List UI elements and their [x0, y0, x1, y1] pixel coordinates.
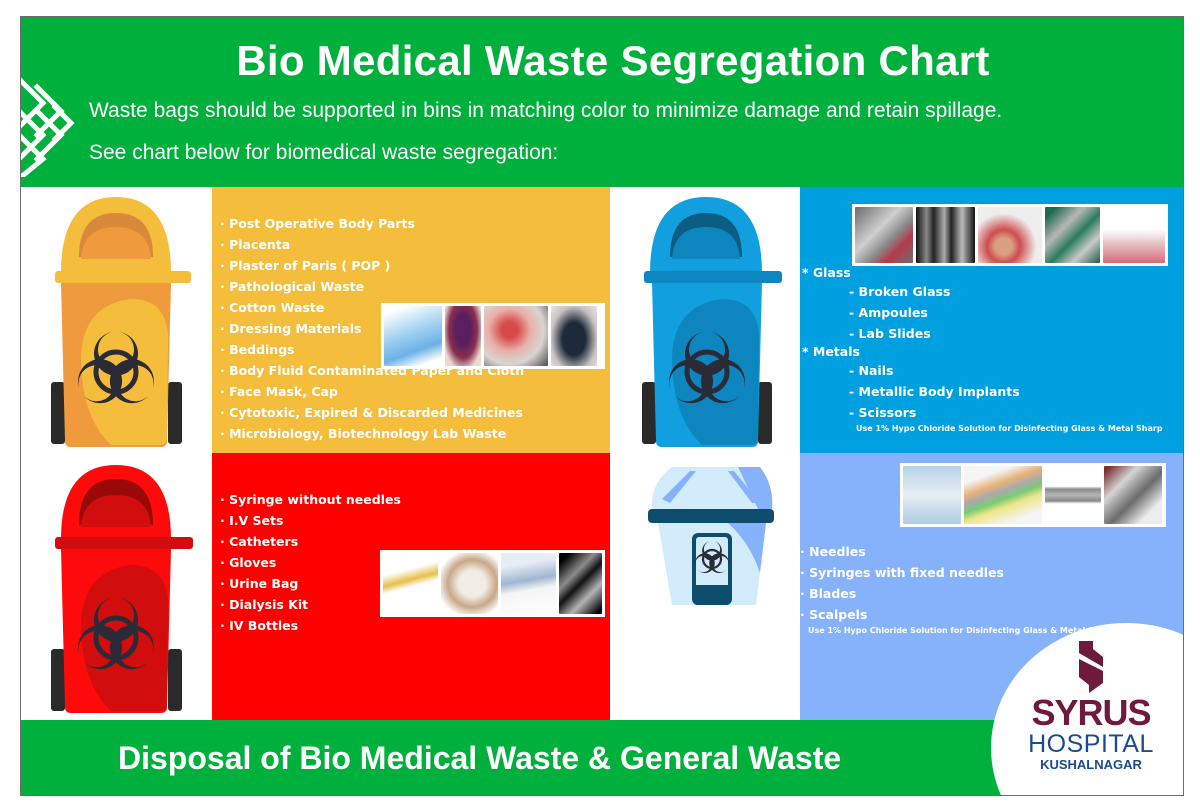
list-item: Syringes with fixed needles — [800, 562, 1004, 583]
scalpels-photo — [1104, 466, 1162, 524]
ampoules-photo — [915, 207, 976, 263]
list-item: Plaster of Paris ( POP ) — [220, 255, 524, 276]
yellow-category-panel: Post Operative Body Parts Placenta Plast… — [212, 187, 610, 453]
lab-slides-photo — [978, 207, 1042, 263]
blue-category-panel: * Glass - Broken Glass - Ampoules - Lab … — [800, 187, 1183, 453]
disinfection-note: Use 1% Hypo Chloride Solution for Disinf… — [808, 626, 1115, 635]
list-item: Blades — [800, 583, 1004, 604]
red-bin-cell — [21, 453, 212, 720]
list-item: Face Mask, Cap — [220, 381, 524, 402]
subtitle-line-2: See chart below for biomedical waste seg… — [89, 141, 559, 164]
blue-waste-list: * Glass - Broken Glass - Ampoules - Lab … — [802, 265, 1163, 433]
white-container-cell — [610, 453, 800, 720]
list-item: Dressing Materials — [220, 318, 524, 339]
blood-stained-cotton-photo — [484, 306, 548, 366]
disinfection-note: Use 1% Hypo Chloride Solution for Disinf… — [856, 424, 1163, 433]
list-item: - Broken Glass — [849, 284, 951, 299]
blue-image-strip — [852, 204, 1168, 266]
sharps-waste-list: Needles Syringes with fixed needles Blad… — [800, 541, 1004, 625]
broken-glass-photo — [855, 207, 913, 263]
hospital-logo: SYRUS HOSPITAL KUSHALNAGAR — [1001, 641, 1181, 773]
list-item: Gloves — [220, 552, 401, 573]
yellow-waste-list: Post Operative Body Parts Placenta Plast… — [220, 213, 524, 444]
list-item: Beddings — [220, 339, 524, 360]
list-item: Cytotoxic, Expired & Discarded Medicines — [220, 402, 524, 423]
syringes-photo — [558, 553, 602, 614]
yellow-bin-cell — [21, 187, 212, 453]
list-item: - Nails — [849, 363, 894, 378]
list-item: Urine Bag — [220, 573, 401, 594]
footer-title: Disposal of Bio Medical Waste & General … — [118, 740, 842, 776]
logo-location: KUSHALNAGAR — [1040, 757, 1142, 772]
hypodermic-needles-photo — [964, 466, 1042, 524]
blue-bin-cell — [610, 187, 800, 453]
list-item: Needles — [800, 541, 1004, 562]
group-label-metals: * Metals — [802, 344, 860, 359]
list-item: IV Bottles — [220, 615, 401, 636]
list-item: - Scissors — [849, 405, 917, 420]
white-puncture-proof-container-icon — [648, 467, 774, 605]
poster: Bio Medical Waste Segregation Chart Wast… — [20, 16, 1184, 796]
list-item: Microbiology, Biotechnology Lab Waste — [220, 423, 524, 444]
blood-bag-photo — [551, 306, 597, 366]
surgical-instruments-photo — [1044, 207, 1101, 263]
sharps-image-strip — [900, 463, 1166, 527]
logo-subtitle: HOSPITAL — [1028, 730, 1154, 758]
page-title: Bio Medical Waste Segregation Chart — [236, 37, 990, 84]
list-item: Placenta — [220, 234, 524, 255]
red-image-strip — [380, 550, 605, 617]
catheter-photo — [383, 553, 438, 614]
group-label-glass: * Glass — [802, 265, 851, 280]
syrus-s-mark-icon — [1079, 641, 1103, 693]
footer-banner: Disposal of Bio Medical Waste & General … — [21, 720, 1183, 795]
blue-biohazard-bin-icon — [642, 197, 782, 447]
list-item: - Lab Slides — [849, 326, 931, 341]
chevron-pattern-icon — [21, 77, 75, 177]
list-item: - Metallic Body Implants — [849, 384, 1020, 399]
list-item: Cotton Waste — [220, 297, 524, 318]
dental-implant-photo — [1103, 207, 1165, 263]
yellow-image-strip — [381, 303, 605, 369]
syringes-with-needles-photo — [903, 466, 961, 524]
red-biohazard-bin-icon — [51, 465, 193, 713]
red-waste-list: Syringe without needles I.V Sets Cathete… — [220, 489, 401, 636]
list-item: Catheters — [220, 531, 401, 552]
face-mask-photo — [384, 306, 442, 366]
header-banner: Bio Medical Waste Segregation Chart Wast… — [21, 17, 1183, 187]
gloves-photo — [440, 553, 498, 614]
list-item: I.V Sets — [220, 510, 401, 531]
list-item: Pathological Waste — [220, 276, 524, 297]
list-item: Post Operative Body Parts — [220, 213, 524, 234]
yellow-biohazard-bin-icon — [51, 197, 191, 447]
placenta-photo — [445, 306, 481, 366]
logo-name: SYRUS — [1031, 692, 1151, 733]
razor-blade-photo — [1045, 466, 1101, 524]
subtitle-line-1: Waste bags should be supported in bins i… — [89, 99, 1003, 122]
list-item: Dialysis Kit — [220, 594, 401, 615]
red-category-panel: Syringe without needles I.V Sets Cathete… — [212, 453, 610, 720]
iv-set-photo — [500, 553, 556, 614]
list-item: Syringe without needles — [220, 489, 401, 510]
list-item: Scalpels — [800, 604, 1004, 625]
list-item: - Ampoules — [849, 305, 928, 320]
